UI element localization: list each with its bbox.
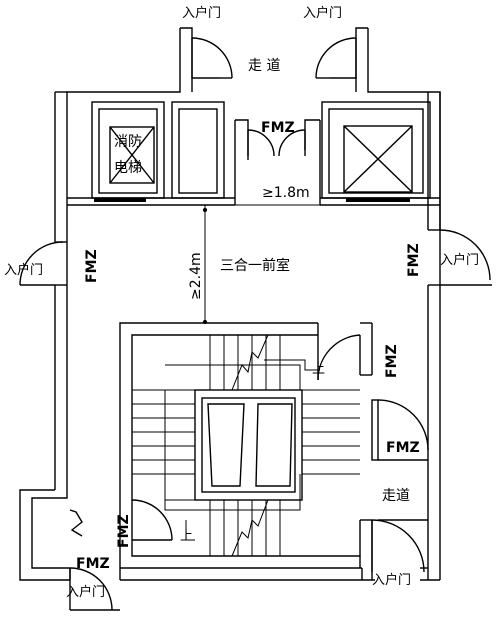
left-door-swing <box>19 241 68 286</box>
entry-door-right-label: 入户门 <box>440 252 479 268</box>
fire-elevator-cab <box>109 126 155 184</box>
right-door-swing <box>439 229 492 286</box>
corridor-right-label: 走道 <box>382 488 410 504</box>
fmz-top-door <box>247 129 306 160</box>
fire-elevator-label-2: 电梯 <box>114 160 142 176</box>
top-door-swings <box>191 37 357 79</box>
stair-treads <box>132 335 360 556</box>
dim-width-label: ≥1.8m <box>262 185 310 201</box>
stair-up-bottom-label: 上 <box>180 529 193 544</box>
elevator-cab-right <box>343 125 413 193</box>
stair-enclosure <box>119 322 373 580</box>
stair-up-top-label: 上 <box>312 362 325 377</box>
fm-stair-right-label: FMZ <box>384 344 400 378</box>
fm-right-lower-label: FMZ <box>386 440 420 456</box>
stair-arrows <box>185 359 320 541</box>
bottom-left-doors <box>69 499 173 611</box>
entry-door-bottom-left-label: 入户门 <box>66 584 105 600</box>
right-corridor-door <box>371 399 429 573</box>
fm-top-label: FMZ <box>261 120 295 136</box>
entry-door-bottom-right-label: 入户门 <box>372 572 411 588</box>
corridor-top-label: 走 道 <box>248 58 280 74</box>
dimension-lines <box>202 204 320 325</box>
entry-door-left-label: 入户门 <box>4 262 43 278</box>
fm-left-label: FMZ <box>84 249 100 283</box>
entry-door-top-left-label: 入户门 <box>182 5 221 21</box>
fm-stair-left-label: FMZ <box>116 514 132 548</box>
dim-depth-label: ≥2.4m <box>188 252 204 300</box>
fm-right-label: FMZ <box>406 243 422 277</box>
anteroom-label: 三合一前室 <box>220 257 290 274</box>
entry-door-top-right-label: 入户门 <box>303 5 342 21</box>
stair-break-lines <box>231 334 269 557</box>
outer-walls <box>19 27 441 581</box>
fm-bottom-left-label: FMZ <box>76 556 110 572</box>
stair-well <box>194 389 303 501</box>
fire-elevator-label-1: 消防 <box>114 134 142 150</box>
